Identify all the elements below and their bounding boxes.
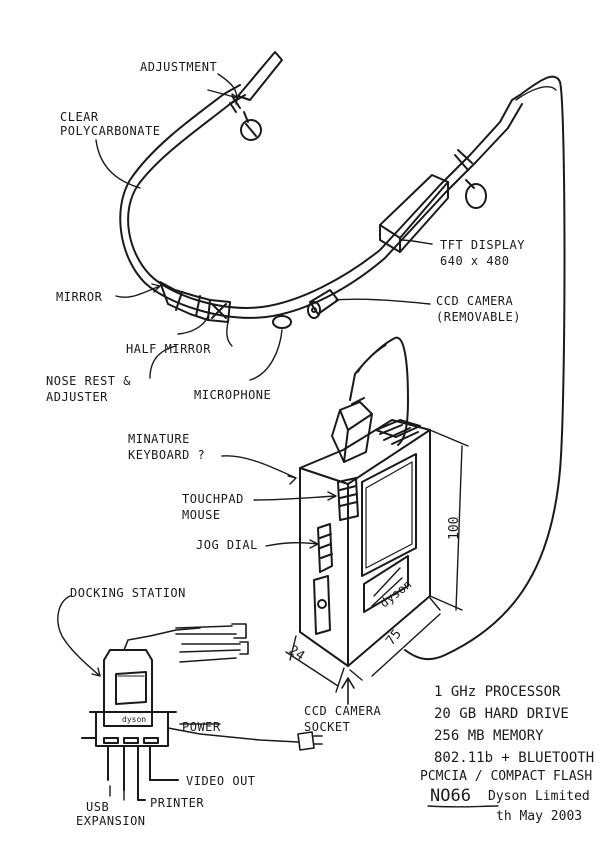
spec-expansion: PCMCIA / COMPACT FLASH — [420, 769, 593, 784]
footer-ref: NO66 — [430, 786, 471, 806]
headset-frame — [119, 51, 509, 319]
power-cable — [167, 727, 299, 743]
label-video-out: VIDEO OUT — [186, 774, 256, 788]
label-ccd-camera-socket-2: SOCKET — [304, 720, 351, 734]
label-touchpad-mouse-2: MOUSE — [182, 508, 221, 522]
label-minature-keyboard-1: MINATURE — [128, 432, 190, 446]
label-printer: PRINTER — [150, 796, 205, 810]
label-adjustment: ADJUSTMENT — [140, 60, 218, 74]
microphone — [272, 315, 292, 329]
label-power: POWER — [182, 720, 221, 734]
device-screen — [361, 453, 417, 577]
label-usb-expansion-1: USB — [86, 800, 110, 814]
dimension-depth-line — [349, 597, 441, 681]
label-ccd-camera-1: CCD CAMERA — [436, 294, 514, 308]
socket-arrow — [341, 677, 355, 705]
label-docking-station: DOCKING STATION — [70, 586, 186, 600]
label-microphone: MICROPHONE — [194, 388, 272, 402]
ref-underline — [427, 805, 499, 808]
label-nose-rest-2: ADJUSTER — [46, 390, 108, 404]
label-nose-rest-1: NOSE REST & — [46, 374, 131, 388]
device-marking: dyson — [377, 577, 414, 610]
label-ccd-camera-2: (REMOVABLE) — [436, 310, 521, 324]
leader-arrows — [57, 73, 433, 801]
dimension-height-line — [429, 429, 469, 611]
headset-cable — [404, 75, 566, 661]
spec-wireless: 802.11b + BLUETOOTH — [434, 750, 595, 766]
label-half-mirror: HALF MIRROR — [126, 342, 211, 356]
label-jog-dial: JOG DIAL — [196, 538, 258, 552]
label-clear-polycarbonate-1: CLEAR — [60, 110, 99, 124]
footer-date: th May 2003 — [496, 809, 583, 824]
dock-marking: dyson — [122, 715, 146, 724]
label-clear-polycarbonate-2: POLYCARBONATE — [60, 124, 161, 138]
label-minature-keyboard-2: KEYBOARD ? — [128, 448, 206, 462]
footer-company: Dyson Limited — [488, 789, 590, 804]
spec-processor: 1 GHz PROCESSOR — [434, 684, 561, 700]
label-touchpad-mouse-1: TOUCHPAD — [182, 492, 244, 506]
dimension-height-value: 100 — [447, 517, 462, 540]
power-plug — [297, 731, 323, 751]
label-mirror: MIRROR — [56, 290, 103, 304]
label-tft-display-1: TFT DISPLAY — [440, 238, 525, 252]
spec-memory: 256 MB MEMORY — [434, 728, 544, 744]
handheld-unit — [299, 397, 431, 667]
earpiece-right — [499, 94, 523, 129]
dimension-width-value: 24 — [286, 643, 308, 664]
docking-station — [81, 649, 179, 801]
dimension-depth-value: 75 — [383, 627, 404, 649]
label-tft-display-2: 640 x 480 — [440, 254, 510, 268]
dock-cable-bundle — [123, 623, 249, 663]
label-ccd-camera-socket-1: CCD CAMERA — [304, 704, 382, 718]
ccd-camera — [307, 289, 339, 319]
dimension-width-line — [285, 635, 345, 693]
mirror-block — [159, 281, 231, 323]
label-usb-expansion-2: EXPANSION — [76, 814, 146, 828]
adjustment-screw-right — [454, 149, 487, 209]
tft-display-housing — [379, 174, 449, 253]
spec-hard-drive: 20 GB HARD DRIVE — [434, 706, 569, 722]
adjustment-screw-left — [240, 111, 262, 141]
